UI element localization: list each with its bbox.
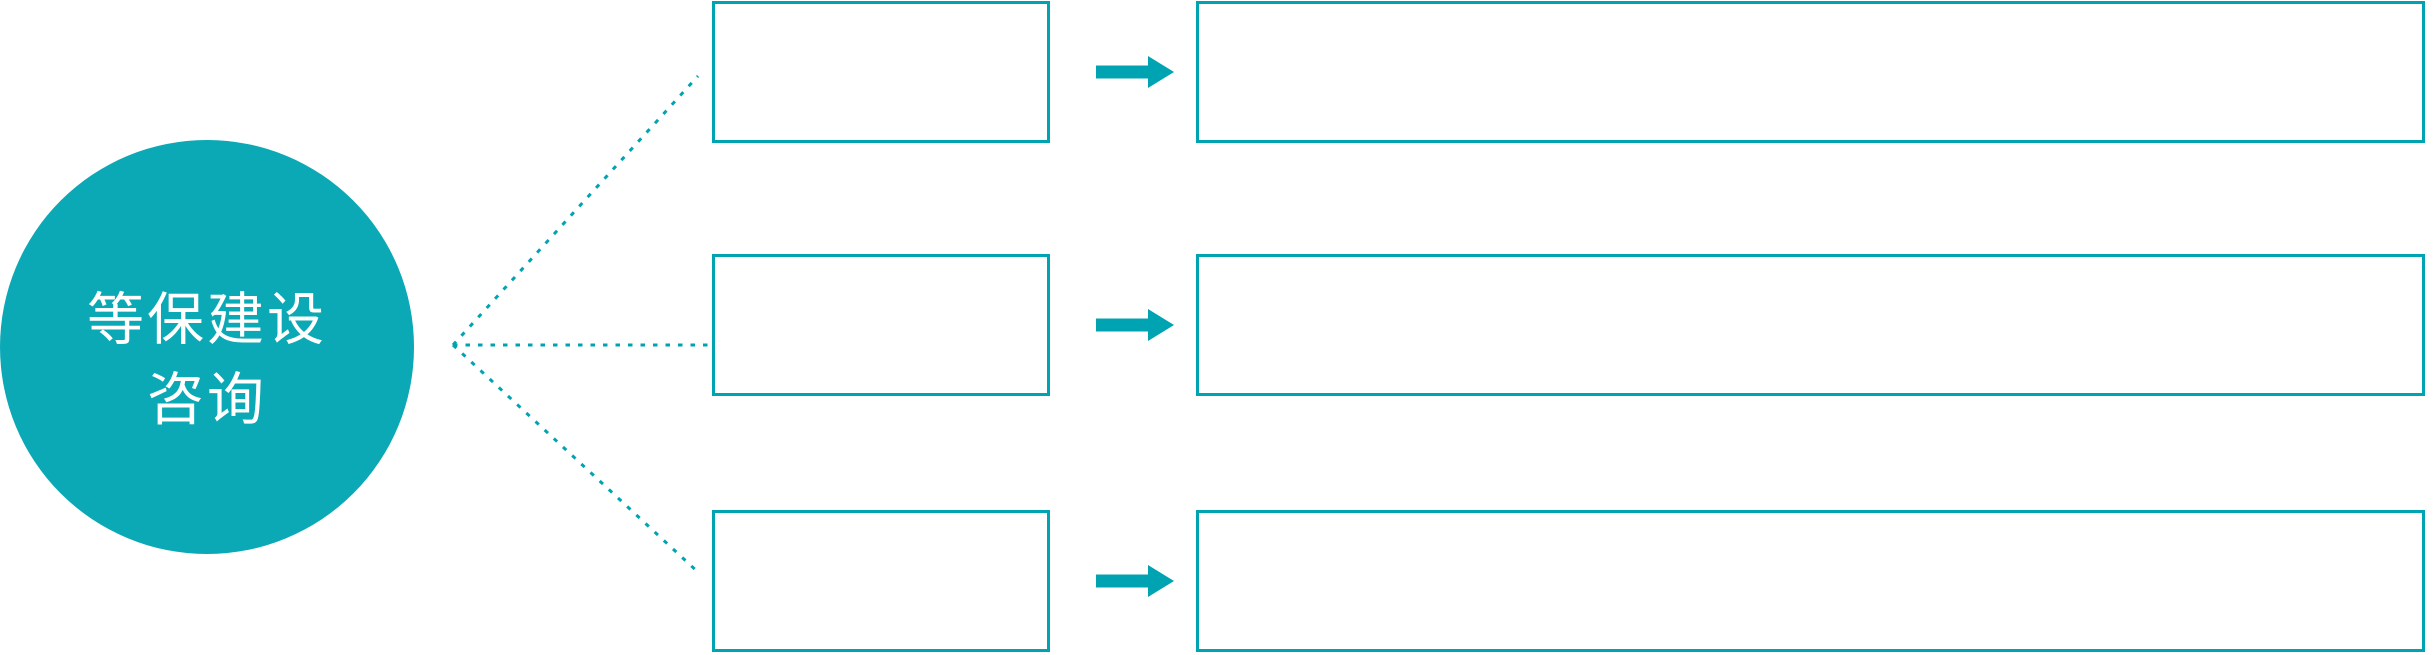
detail-box-3 bbox=[1196, 510, 2425, 652]
hub-circle: 等保建设 咨询 bbox=[0, 140, 414, 554]
arrow-right-icon-1 bbox=[1096, 53, 1174, 91]
stage-box-3 bbox=[712, 510, 1050, 652]
dotted-connector-top bbox=[451, 74, 700, 347]
dotted-connector-bottom bbox=[451, 343, 702, 576]
arrow-right-icon-2 bbox=[1096, 306, 1174, 344]
detail-box-2 bbox=[1196, 254, 2425, 396]
hub-label: 等保建设 咨询 bbox=[87, 280, 327, 440]
stage-box-2 bbox=[712, 254, 1050, 396]
hub-label-line2: 咨询 bbox=[147, 368, 267, 432]
hub-label-line1: 等保建设 bbox=[87, 288, 327, 352]
stage-box-1 bbox=[712, 1, 1050, 143]
arrow-right-icon-3 bbox=[1096, 562, 1174, 600]
detail-box-1 bbox=[1196, 1, 2425, 143]
